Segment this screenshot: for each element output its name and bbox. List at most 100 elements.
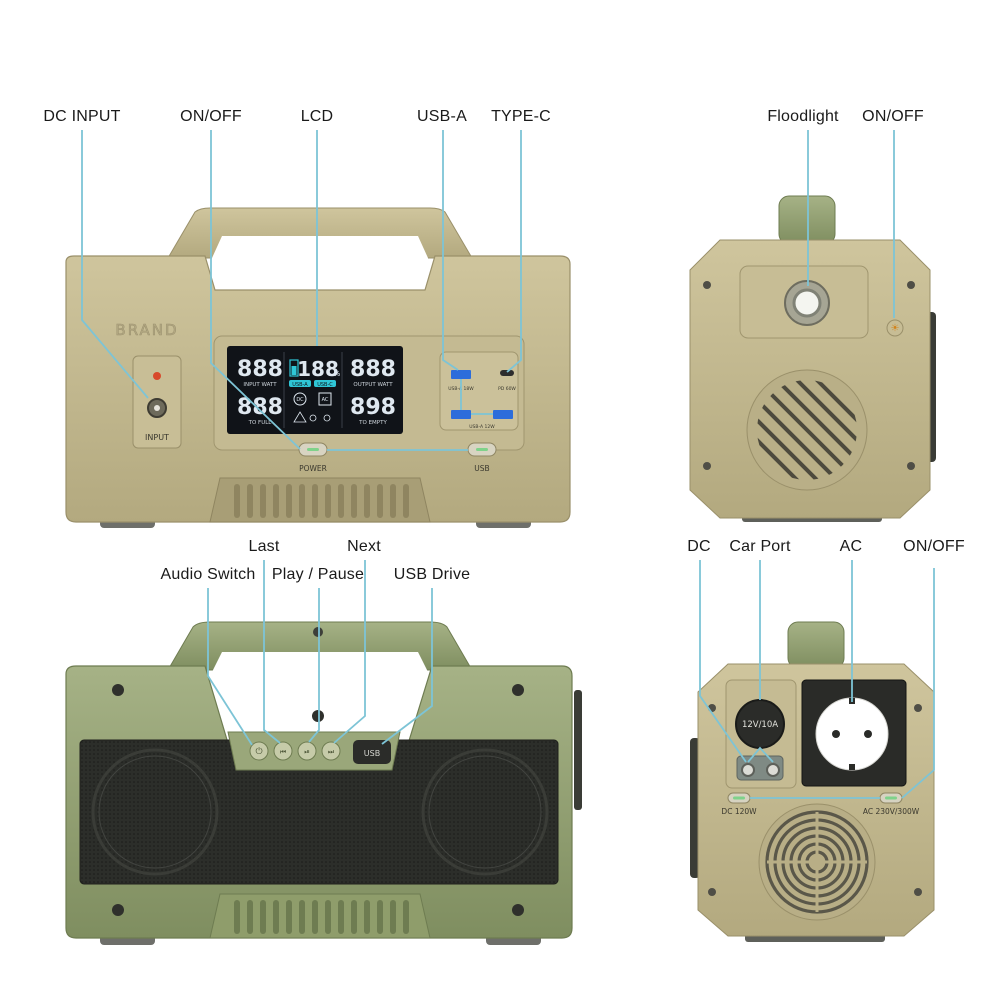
callout-dc-input: DC INPUT: [43, 108, 121, 125]
next-icon: ⏭: [328, 748, 335, 756]
lcd-warning-icon: [293, 411, 307, 423]
front-handle-hole: [211, 236, 429, 292]
lcd-percent: %: [334, 370, 341, 378]
back-bottom-grille: [209, 893, 431, 939]
power-button-led: [307, 448, 319, 451]
grille-rib: [247, 900, 253, 934]
grille-rib: [351, 484, 357, 518]
lcd-input-watt-digits: 888: [237, 357, 283, 382]
line-dc-input: [81, 130, 149, 399]
grille-rib: [247, 484, 253, 518]
side-handle-top: [778, 195, 836, 245]
usb-a-18w-port[interactable]: [451, 370, 471, 379]
grille-rib: [260, 900, 266, 934]
front-bottom-grille: [209, 477, 431, 523]
grille-rib: [364, 900, 370, 934]
lcd-battery-digits: 188: [297, 357, 339, 381]
dc-port-1[interactable]: [741, 763, 755, 777]
lcd-output-watt-label: OUTPUT WATT: [353, 382, 393, 388]
lcd-ac-label: AC: [322, 397, 329, 403]
front-grille-lines: [234, 484, 409, 518]
last-button[interactable]: [273, 741, 293, 761]
power-label: POWER: [299, 464, 327, 473]
lcd-to-full-digits: 888: [237, 395, 283, 420]
back-view-speaker: ⏻ ⏮ ⏯ ⏭ USB: [65, 621, 582, 945]
fan-slat: [783, 380, 857, 454]
fan-slat: [757, 406, 831, 480]
type-c-port[interactable]: [500, 370, 514, 376]
side2-screw-tr: [914, 704, 922, 712]
callout-lines: [81, 130, 935, 799]
callout-last: Last: [248, 538, 280, 555]
grille-rib: [312, 484, 318, 518]
lcd-temp-icon: [309, 414, 317, 422]
dc-port-2[interactable]: [766, 763, 780, 777]
lcd-to-empty-label: TO EMPTY: [358, 420, 387, 426]
grille-rib: [390, 484, 396, 518]
line-dc: [699, 560, 747, 763]
input-led: [153, 372, 161, 380]
fan-slat: [773, 380, 857, 464]
screw-br: [907, 462, 915, 470]
grille-rib: [234, 484, 240, 518]
lcd-to-empty-digits: 898: [350, 395, 396, 420]
input-label: INPUT: [145, 433, 169, 442]
fan-slat: [763, 386, 851, 474]
fan-slat: [757, 416, 821, 480]
power-icon: ⏻: [255, 746, 262, 757]
line-side2-on-off: [901, 568, 935, 799]
grille-rib: [364, 484, 370, 518]
grille-rib: [273, 484, 279, 518]
grille-rib: [260, 484, 266, 518]
grille-rib: [299, 484, 305, 518]
line-usb-drive: [381, 588, 433, 745]
back-screw-mid: [312, 710, 324, 722]
speaker-right-inner: [428, 755, 542, 869]
back-side-edge: [574, 690, 582, 810]
grille-rib: [299, 900, 305, 934]
lcd-dc-label: DC: [296, 397, 304, 403]
line-audio-switch: [207, 588, 253, 746]
next-button[interactable]: [321, 741, 341, 761]
sun-icon: ☀: [891, 323, 900, 334]
back-handle-screw: [313, 627, 323, 637]
ac-pin-left: [832, 730, 840, 738]
speaker-right: [421, 748, 549, 876]
back-handle-hole: [211, 652, 429, 705]
screw-tl: [703, 281, 711, 289]
grille-rib: [377, 484, 383, 518]
ac-outlet-socket[interactable]: [815, 697, 889, 771]
grille-rib: [338, 484, 344, 518]
callout-usb-a: USB-A: [417, 108, 467, 125]
front-view: INPUT BRAND 888 INPUT WATT 188 % USB-A U…: [65, 207, 571, 528]
grille-rib: [286, 484, 292, 518]
grille-rib: [325, 900, 331, 934]
callout-audio-switch: Audio Switch: [160, 566, 256, 583]
usb-a-12w-port-2[interactable]: [493, 410, 513, 419]
floodlight-lens: [792, 288, 822, 318]
back-screw-tl: [112, 684, 124, 696]
audio-switch-button[interactable]: [249, 741, 269, 761]
callout-next: Next: [347, 538, 381, 555]
line-usb-a: [442, 130, 459, 371]
back-grille-lines: [234, 900, 409, 934]
lcd-usb-a-badge: [289, 380, 311, 387]
callout-dc: DC: [687, 538, 711, 555]
lcd-input-watt-label: INPUT WATT: [243, 382, 277, 388]
usb-button-led: [476, 448, 488, 451]
usb-a-12w-port-1[interactable]: [451, 410, 471, 419]
car-port-rating: 12V/10A: [742, 720, 778, 730]
play-pause-button[interactable]: [297, 741, 317, 761]
usb-drive-label: USB: [364, 749, 380, 758]
back-screw-br: [512, 904, 524, 916]
line-next: [333, 560, 366, 744]
line-play-pause: [308, 588, 320, 743]
fan-slat: [757, 396, 841, 480]
callout-type-c: TYPE-C: [491, 108, 551, 125]
screw-tr: [907, 281, 915, 289]
screw-bl: [703, 462, 711, 470]
side2-handle-top: [787, 621, 845, 669]
grille-rib: [312, 900, 318, 934]
floodlight-switch[interactable]: [886, 319, 904, 337]
usb-drive-port[interactable]: [353, 740, 391, 764]
